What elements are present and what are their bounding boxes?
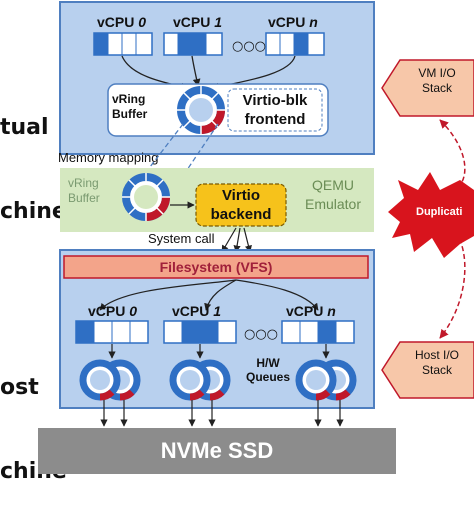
vm-ellipsis: ○○○ (232, 39, 266, 54)
nvme-ssd-label: NVMe SSD (160, 438, 274, 463)
duplication-burst (388, 172, 474, 258)
frontend-label: Virtio-blk frontend (242, 92, 308, 128)
host-io-stack-label: Host I/O Stack (414, 348, 459, 377)
hw-queue-rings-1 (169, 359, 231, 401)
host-ellipsis: ○○○ (244, 327, 278, 342)
filesystem-label: Filesystem (VFS) (159, 259, 273, 275)
host-vcpu-0-label: vCPU 0 (88, 303, 137, 319)
fs-arrow-vcpu0 (99, 279, 237, 311)
qemu-emulator-label: QEMU Emulator (304, 177, 362, 212)
vm-vcpu-0-label: vCPU 0 (97, 14, 146, 30)
hw-queue-rings-0 (79, 359, 141, 401)
host-vcpu-1-label: vCPU 1 (172, 303, 221, 319)
duplication-label: Duplicati (416, 206, 463, 218)
vm-queue-0 (93, 32, 153, 56)
fs-arrow-vcpu1 (204, 279, 237, 311)
host-vcpu-n-label: vCPU n (286, 303, 336, 319)
vm-vring-buffer-label: vRing Buffer (112, 92, 148, 121)
syscall-arrow-2 (233, 227, 241, 253)
vm-vcpu-n-label: vCPU n (268, 14, 318, 30)
hw-queue-rings-n (295, 359, 357, 401)
qemu-vring-ring (122, 173, 170, 221)
dup-arrow-top (439, 119, 466, 191)
syscall-arrow-1 (221, 227, 237, 253)
virtual-machine-label: tual chine (0, 58, 67, 254)
virtio-backend-label: Virtio backend (210, 187, 272, 223)
vm-io-stack-tag (381, 59, 474, 117)
host-queue-1 (163, 320, 237, 344)
vm-io-stack-label: VM I/O Stack (418, 66, 456, 95)
frontend-inner-box (227, 88, 323, 132)
fs-arrow-vcpun (235, 279, 319, 311)
vm-vcpu-1-label: vCPU 1 (173, 14, 222, 30)
virtual-machine-label-line2: chine (0, 199, 67, 224)
host-queue-0 (75, 320, 149, 344)
vm-vring-ring (177, 86, 225, 134)
rings-to-ssd-arrows (100, 400, 344, 427)
vm-queue-1 (163, 32, 223, 56)
memory-mapping-label: Memory mapping (58, 150, 158, 165)
virtual-machine-label-line1: tual (0, 115, 49, 140)
vm-queue-n (265, 32, 325, 56)
nvme-ssd-block (38, 428, 396, 474)
system-call-label: System call (148, 231, 215, 246)
qemu-vring-buffer-label: vRing Buffer (68, 176, 100, 205)
host-io-stack-tag (381, 341, 474, 399)
virtio-backend-box (195, 183, 287, 227)
io-stack-diagram: vCPU 0 vCPU 1 vCPU n ○○○ (38, 1, 474, 474)
host-queue-n (281, 320, 355, 344)
memory-map-line-right (159, 123, 219, 211)
syscall-arrow-3 (243, 227, 252, 253)
hw-queues-label: H/W Queues (245, 356, 290, 384)
host-machine-label-line1: ost (0, 375, 39, 400)
filesystem-bar (63, 255, 369, 279)
